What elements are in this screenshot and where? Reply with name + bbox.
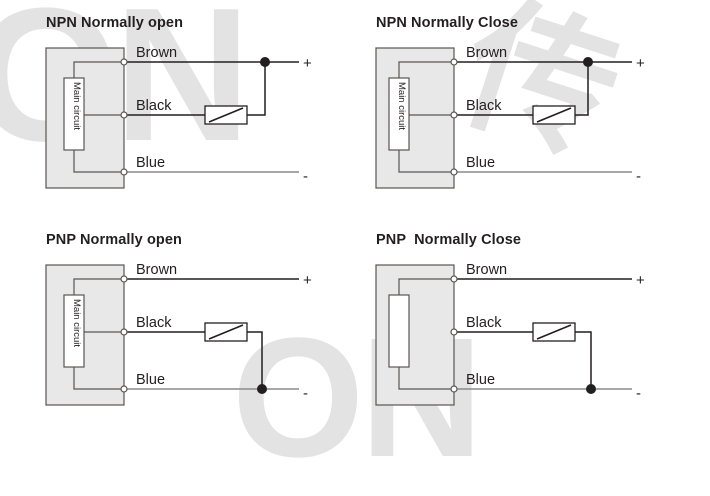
label-black: Black <box>466 98 502 114</box>
label-blue: Blue <box>136 155 165 171</box>
internal-wire-top <box>73 278 124 295</box>
internal-wire-top <box>398 278 454 295</box>
label-negative: - <box>303 168 308 185</box>
label-positive: + <box>303 272 312 289</box>
schematic-npn-normally-open: Main circuit Brown Black Blue + - <box>45 45 312 189</box>
label-brown: Brown <box>136 262 177 278</box>
junction-dot <box>586 384 596 394</box>
label-blue: Blue <box>136 372 165 388</box>
sensor-body <box>45 47 125 189</box>
label-negative: - <box>636 168 641 185</box>
label-positive: + <box>303 55 312 72</box>
internal-wire-bottom <box>398 367 454 390</box>
label-positive: + <box>636 55 645 72</box>
terminal-blue <box>120 385 128 393</box>
sensor-body <box>45 264 125 406</box>
terminal-brown <box>120 58 128 66</box>
label-black: Black <box>136 315 172 331</box>
junction-dot <box>260 57 270 67</box>
label-brown: Brown <box>136 45 177 61</box>
sensor-body <box>375 47 455 189</box>
terminal-black <box>120 328 128 336</box>
terminal-black <box>450 111 458 119</box>
load-diagonal <box>536 107 572 123</box>
load-diagonal <box>536 324 572 340</box>
label-brown: Brown <box>466 262 507 278</box>
junction-dot <box>257 384 267 394</box>
load-diagonal <box>208 107 244 123</box>
terminal-black <box>120 111 128 119</box>
label-positive: + <box>636 272 645 289</box>
diagram-title: NPN Normally Close <box>376 15 519 31</box>
main-circuit-label: Main circuit <box>71 299 82 347</box>
terminal-brown <box>450 275 458 283</box>
diagram-pnp-normally-close: PNP Normally Close Brown Black Blue + - <box>355 214 710 427</box>
label-blue: Blue <box>466 155 495 171</box>
load-diagonal <box>208 324 244 340</box>
terminal-brown <box>450 58 458 66</box>
wire-black-return <box>575 62 589 116</box>
label-brown: Brown <box>466 45 507 61</box>
label-negative: - <box>303 385 308 402</box>
diagram-title: PNP Normally open <box>46 232 182 248</box>
wire-black-return <box>247 331 263 389</box>
main-circuit-label: Main circuit <box>396 82 407 130</box>
terminal-brown <box>120 275 128 283</box>
wire-black-return <box>247 62 266 116</box>
schematic-pnp-normally-close: Brown Black Blue + - <box>375 262 645 406</box>
sensor-body <box>375 264 455 406</box>
label-black: Black <box>466 315 502 331</box>
main-circuit-label: Main circuit <box>71 82 82 130</box>
label-blue: Blue <box>466 372 495 388</box>
diagram-pnp-normally-open: PNP Normally open Main circuit Brown Bla… <box>0 214 355 427</box>
diagram-npn-normally-open: NPN Normally open Main circuit Brown Bla… <box>0 0 355 214</box>
label-negative: - <box>636 385 641 402</box>
wire-black-return <box>575 331 592 389</box>
internal-wire-top <box>73 61 124 78</box>
internal-wire-top <box>398 61 454 78</box>
terminal-black <box>450 328 458 336</box>
terminal-blue <box>450 385 458 393</box>
internal-wire-bottom <box>398 150 454 173</box>
main-circuit-box <box>388 294 410 368</box>
schematic-npn-normally-close: Main circuit Brown Black Blue + - <box>375 45 645 189</box>
internal-wire-bottom <box>73 150 124 173</box>
diagram-npn-normally-close: NPN Normally Close Main circuit Brown Bl… <box>355 0 710 214</box>
internal-wire-bottom <box>73 367 124 390</box>
label-black: Black <box>136 98 172 114</box>
junction-dot <box>583 57 593 67</box>
terminal-blue <box>450 168 458 176</box>
terminal-blue <box>120 168 128 176</box>
diagram-title: PNP Normally Close <box>376 232 522 248</box>
diagram-title: NPN Normally open <box>46 15 184 31</box>
schematic-pnp-normally-open: Main circuit Brown Black Blue + - <box>45 262 312 406</box>
